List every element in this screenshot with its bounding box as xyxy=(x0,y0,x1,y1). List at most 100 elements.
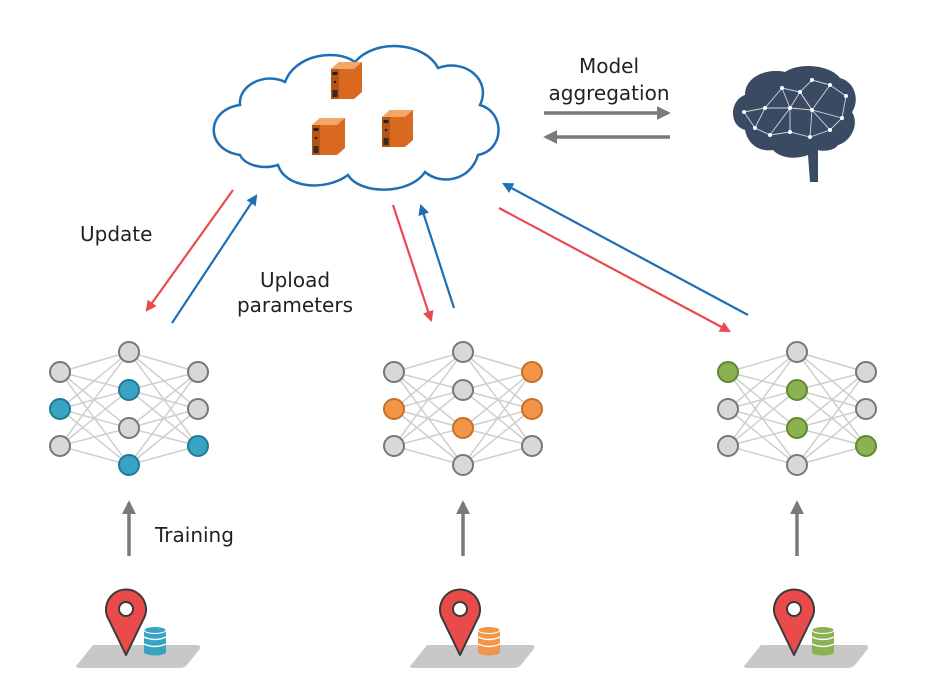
network-edge xyxy=(128,371,199,466)
network-edge xyxy=(393,445,464,466)
network-edge xyxy=(462,408,533,466)
network-edge xyxy=(59,351,130,410)
network-node xyxy=(452,454,474,476)
network-node xyxy=(786,341,808,363)
network-edge xyxy=(796,445,867,466)
network-node-active xyxy=(187,435,209,457)
network-edge xyxy=(393,351,464,410)
local-data-site-client-2 xyxy=(410,588,535,668)
neural-network-client-3 xyxy=(717,341,877,476)
network-edge xyxy=(128,371,199,429)
network-edge xyxy=(727,389,798,447)
network-node xyxy=(383,361,405,383)
platform xyxy=(744,645,869,668)
network-edge xyxy=(796,371,867,466)
database-icon xyxy=(477,626,501,656)
upload-label-line1: Upload xyxy=(260,268,330,292)
training-label: Training xyxy=(154,523,234,547)
network-edge xyxy=(393,427,464,447)
network-edge xyxy=(462,445,533,466)
update-arrow-client-3 xyxy=(498,207,731,333)
network-edge xyxy=(462,351,533,373)
local-data-sites xyxy=(76,588,869,668)
network-node xyxy=(452,379,474,401)
neural-network-client-2 xyxy=(383,341,543,476)
network-edge xyxy=(796,371,867,429)
network-node-active xyxy=(383,398,405,420)
cloud xyxy=(212,44,500,191)
network-edge xyxy=(462,371,533,391)
network-edge xyxy=(128,445,199,466)
network-edge xyxy=(462,371,533,429)
network-node xyxy=(187,361,209,383)
network-node xyxy=(118,417,140,439)
network-edge xyxy=(796,351,867,373)
network-edge xyxy=(727,351,798,373)
update-arrow-client-1 xyxy=(145,189,234,312)
network-edge xyxy=(796,408,867,466)
network-node-active xyxy=(855,435,877,457)
network-node-active xyxy=(118,454,140,476)
server-icon xyxy=(382,110,413,147)
model-aggregation-label-line1: Model xyxy=(579,54,639,78)
network-edge xyxy=(462,371,533,466)
network-node xyxy=(717,435,739,457)
server-icon xyxy=(312,118,345,155)
network-edge xyxy=(59,389,130,447)
network-node xyxy=(187,398,209,420)
local-data-site-client-3 xyxy=(744,588,869,668)
network-node-active xyxy=(786,379,808,401)
database-icon xyxy=(143,626,167,656)
network-edge xyxy=(128,351,199,373)
network-edge xyxy=(128,408,199,466)
network-node-active xyxy=(521,398,543,420)
upload-label-line2: parameters xyxy=(237,293,353,317)
network-edge xyxy=(59,445,130,466)
location-pin-icon xyxy=(773,588,815,656)
network-node xyxy=(521,435,543,457)
network-node-active xyxy=(452,417,474,439)
network-node xyxy=(855,361,877,383)
database-icon xyxy=(811,626,835,656)
network-edge xyxy=(796,371,867,391)
network-edge xyxy=(727,427,798,447)
network-node xyxy=(118,341,140,363)
local-data-site-client-1 xyxy=(76,588,201,668)
neural-networks xyxy=(49,341,877,476)
platform xyxy=(410,645,535,668)
upload-arrow-client-3 xyxy=(502,182,749,316)
network-node-active xyxy=(521,361,543,383)
network-edge xyxy=(128,371,199,391)
network-node xyxy=(49,361,71,383)
server-icon xyxy=(331,62,362,99)
network-node xyxy=(49,435,71,457)
platform xyxy=(76,645,201,668)
network-node xyxy=(452,341,474,363)
network-node xyxy=(855,398,877,420)
network-edge xyxy=(727,445,798,466)
network-edge xyxy=(59,351,130,447)
network-node xyxy=(786,454,808,476)
network-edge xyxy=(59,351,130,373)
upload-arrow-client-2 xyxy=(418,203,456,309)
upload-arrow-client-1 xyxy=(171,194,258,324)
network-node xyxy=(383,435,405,457)
network-edge xyxy=(393,351,464,447)
network-node-active xyxy=(717,361,739,383)
network-edge xyxy=(393,351,464,373)
update-arrow-client-2 xyxy=(391,204,434,323)
network-node-active xyxy=(118,379,140,401)
model-aggregation-label-line2: aggregation xyxy=(549,81,670,105)
location-pin-icon xyxy=(439,588,481,656)
neural-network-client-1 xyxy=(49,341,209,476)
network-node-active xyxy=(49,398,71,420)
network-node-active xyxy=(786,417,808,439)
location-pin-icon xyxy=(105,588,147,656)
cloud-outline xyxy=(212,44,500,191)
network-edge xyxy=(393,389,464,447)
network-node xyxy=(717,398,739,420)
network-edge xyxy=(59,427,130,447)
update-label: Update xyxy=(80,222,152,246)
network-edge xyxy=(727,351,798,447)
